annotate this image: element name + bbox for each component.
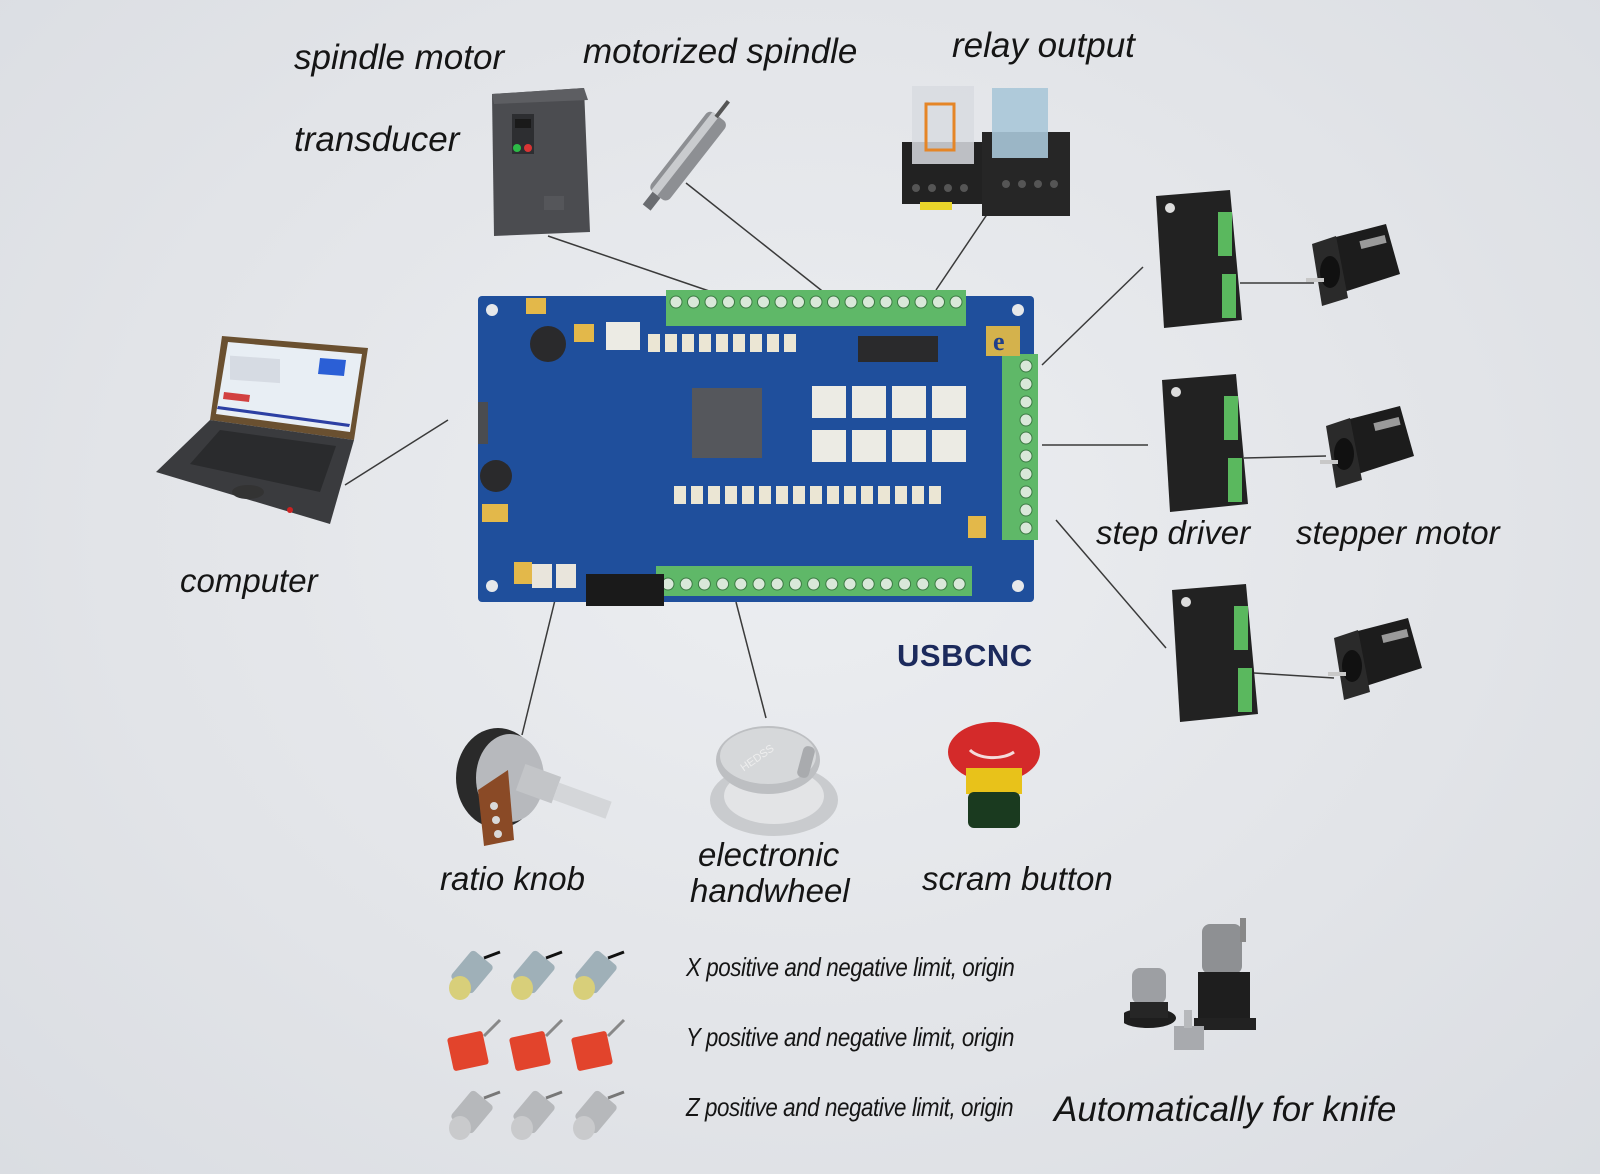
limit-sensor-z <box>449 1090 501 1140</box>
label-computer: computer <box>180 562 318 599</box>
label-scram-button: scram button <box>922 860 1113 897</box>
usbcnc-board: e <box>478 290 1038 606</box>
stepper-motor-image <box>1306 224 1400 306</box>
transducer-image <box>492 88 590 236</box>
line-motor-3 <box>1253 672 1335 679</box>
line-driver-1 <box>1041 266 1144 366</box>
label-automatic-tool-setter: Automatically for knife <box>1054 1090 1397 1129</box>
limit-sensor-y <box>447 1018 502 1071</box>
line-transducer <box>547 235 713 293</box>
limit-sensor-x <box>573 950 625 1000</box>
line-motor-2 <box>1243 455 1327 459</box>
electronic-handwheel-image: HEDSS <box>710 726 838 836</box>
label-transducer: transducer <box>294 120 460 159</box>
label-handwheel-line2: handwheel <box>690 872 850 909</box>
limit-sensor-y <box>509 1018 564 1071</box>
label-motorized-spindle: motorized spindle <box>583 32 858 71</box>
terminal-block-top <box>666 290 966 326</box>
label-step-driver: step driver <box>1096 514 1251 551</box>
motorized-spindle-image <box>642 100 730 211</box>
label-spindle-motor: spindle motor <box>294 38 505 77</box>
usb-port <box>478 402 488 444</box>
inductor <box>480 460 512 492</box>
limit-sensor-z <box>511 1090 563 1140</box>
label-relay-output: relay output <box>952 26 1135 65</box>
rj45-port <box>586 574 664 606</box>
ratio-knob-image <box>456 728 612 846</box>
board-logo-text: e <box>993 327 1005 356</box>
dip-ic <box>858 336 938 362</box>
main-chip <box>692 388 762 458</box>
label-limit-z: Z positive and negative limit, origin <box>686 1092 1014 1122</box>
inductor <box>530 326 566 362</box>
step-driver-image <box>1162 374 1248 512</box>
label-stepper-motor: stepper motor <box>1296 514 1500 551</box>
limit-sensor-y <box>571 1018 626 1071</box>
terminal-block-bottom <box>656 566 972 596</box>
tool-setter-image <box>1124 918 1256 1050</box>
step-driver-image <box>1156 190 1242 328</box>
stepper-motor-image <box>1328 618 1422 700</box>
board-logo <box>986 326 1020 356</box>
relay-output-image <box>902 86 1070 216</box>
limit-sensor-x <box>449 950 501 1000</box>
label-limit-y: Y positive and negative limit, origin <box>686 1022 1014 1052</box>
limit-sensor-z <box>573 1090 625 1140</box>
step-driver-image <box>1172 584 1258 722</box>
limit-sensor-x <box>511 950 563 1000</box>
line-handwheel <box>735 601 767 719</box>
computer-image <box>156 336 368 524</box>
scram-button-image <box>948 722 1040 828</box>
terminal-block-right <box>1002 354 1038 540</box>
brand-title: USBCNC <box>897 638 1033 673</box>
label-ratio-knob: ratio knob <box>440 860 585 897</box>
line-knob <box>521 599 556 736</box>
label-limit-x: X positive and negative limit, origin <box>686 952 1015 982</box>
stepper-motor-image <box>1320 406 1414 488</box>
label-handwheel-line1: electronic <box>698 836 840 873</box>
